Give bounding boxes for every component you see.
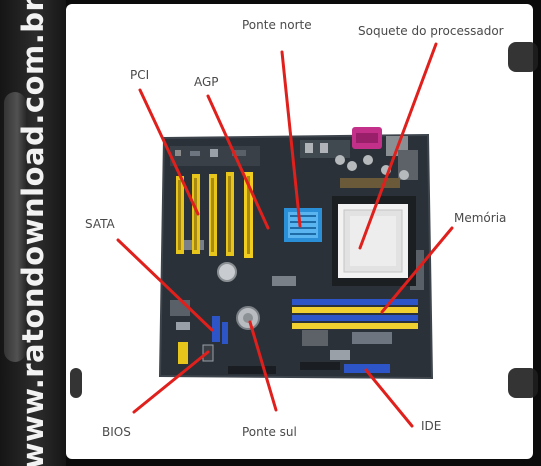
cmos-battery [217, 262, 237, 282]
corner-tab-bottom-left [70, 368, 82, 398]
label-soquete: Soquete do processador [358, 24, 504, 38]
pci-slots [176, 172, 253, 258]
leader-soquete [358, 42, 438, 250]
cpu-socket [332, 196, 416, 286]
ide-connector [344, 364, 390, 373]
label-sata: SATA [85, 217, 115, 231]
label-agp: AGP [194, 75, 219, 89]
sidebar-tab [4, 92, 26, 362]
leader-bios [132, 350, 210, 414]
label-ide: IDE [421, 419, 442, 433]
leader-ponte-norte [280, 50, 302, 228]
leader-ponte-sul [248, 320, 278, 412]
leader-agp [206, 94, 270, 230]
label-pci: PCI [130, 68, 150, 82]
label-ponte-sul: Ponte sul [242, 425, 297, 439]
corner-tab-top-right [508, 42, 538, 72]
label-bios: BIOS [102, 425, 131, 439]
leader-sata [116, 238, 214, 332]
leader-memoria [380, 226, 454, 314]
corner-tab-bottom-right [508, 368, 538, 398]
sata-connectors [212, 316, 228, 344]
leader-pci [138, 88, 200, 216]
label-memoria: Memória [454, 211, 507, 225]
leader-lines [116, 42, 454, 428]
watermark-sidebar: www.ratondownload.com.br [0, 0, 66, 466]
label-ponte-norte: Ponte norte [242, 18, 312, 32]
leader-ide [364, 368, 414, 428]
memory-slots [292, 299, 418, 329]
southbridge [236, 306, 260, 330]
northbridge-heatsink [284, 208, 322, 242]
